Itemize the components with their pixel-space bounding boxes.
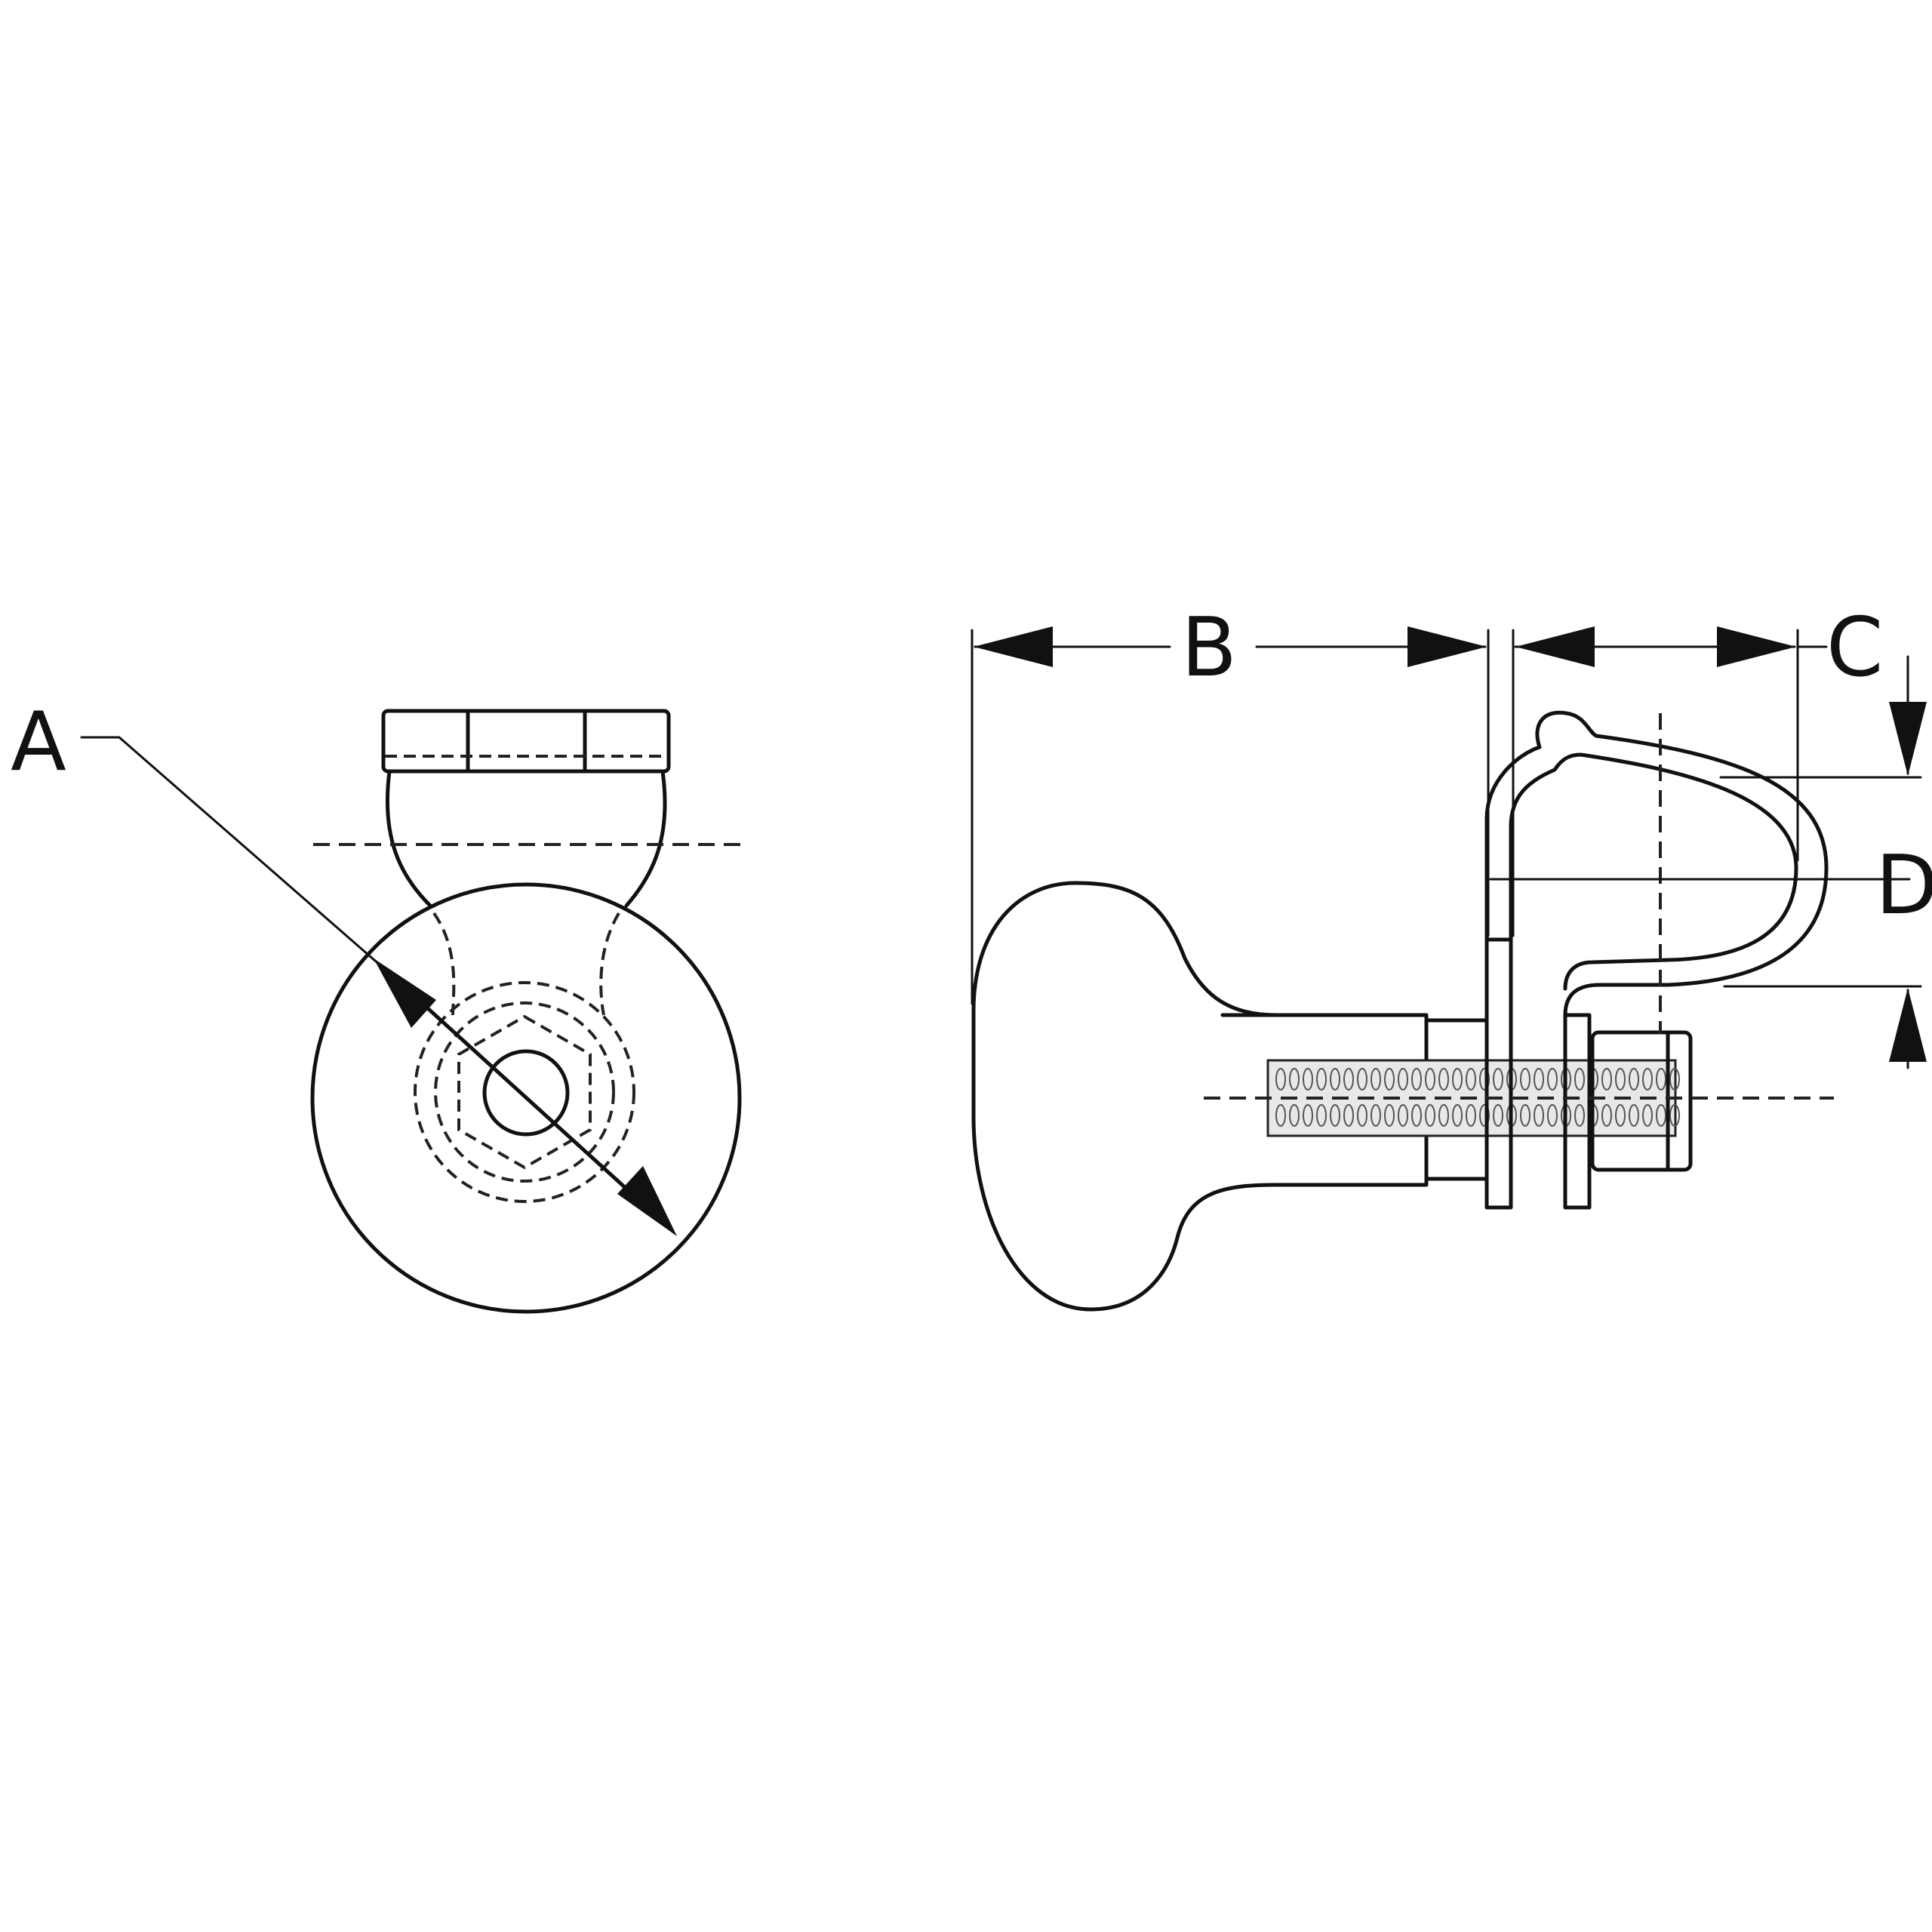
hidden-ring-middle (434, 1001, 615, 1183)
thread-mark (1574, 1068, 1585, 1091)
knob-disc (310, 882, 742, 1314)
thread-mark (1479, 1104, 1490, 1127)
thread-mark (1629, 1068, 1639, 1091)
hidden-ring-outer (414, 981, 635, 1203)
thread-mark (1520, 1068, 1531, 1091)
thread-mark (1601, 1104, 1612, 1127)
clamp-neck (385, 769, 667, 908)
label-a: A (11, 695, 66, 789)
thread-mark (1343, 1104, 1354, 1127)
thread-mark (1534, 1104, 1544, 1127)
thread-mark (1574, 1104, 1585, 1127)
thread-mark (1411, 1068, 1422, 1091)
thread-mark (1656, 1068, 1666, 1091)
thread-mark (1316, 1068, 1327, 1091)
thread-pattern (1275, 1068, 1680, 1127)
thread-mark (1303, 1068, 1313, 1091)
dimension-a-line (379, 964, 670, 1229)
thread-mark (1642, 1104, 1653, 1127)
dimension-d-arrow-top (1889, 702, 1927, 776)
hidden-hex-nut (457, 1014, 592, 1170)
thread-mark (1303, 1104, 1313, 1127)
thread-mark (1520, 1104, 1531, 1127)
thread-mark (1289, 1068, 1300, 1091)
thread-mark (1384, 1068, 1395, 1091)
thread-mark (1371, 1068, 1381, 1091)
label-b: B (1181, 601, 1237, 695)
dimension-a-arrow-lower (617, 1166, 677, 1236)
nut (1590, 1030, 1693, 1172)
thread-mark (1615, 1104, 1626, 1127)
thread-mark (1275, 1104, 1286, 1127)
thread-mark (1479, 1068, 1490, 1091)
dimension-b-arrow-right (1407, 626, 1487, 667)
thread-mark (1656, 1104, 1666, 1127)
dimension-c-arrow-right (1717, 626, 1796, 667)
hidden-neck-outline (432, 912, 620, 1016)
thread-mark (1534, 1068, 1544, 1091)
thread-mark (1438, 1104, 1449, 1127)
thread-mark (1493, 1104, 1503, 1127)
thread-mark (1425, 1104, 1435, 1127)
thread-mark (1425, 1068, 1435, 1091)
dimension-c-arrow-left (1515, 626, 1595, 667)
thread-mark (1398, 1104, 1408, 1127)
thread-mark (1669, 1104, 1680, 1127)
thread-mark (1452, 1068, 1463, 1091)
thread-mark (1343, 1068, 1354, 1091)
thread-mark (1438, 1068, 1449, 1091)
thread-mark (1357, 1104, 1367, 1127)
thread-mark (1601, 1068, 1612, 1091)
front-view: A (11, 695, 743, 1314)
clamp-band-inner (1509, 752, 1798, 991)
dimension-a-leader (80, 736, 383, 968)
thread-mark (1669, 1068, 1680, 1091)
label-d: D (1875, 838, 1932, 933)
thread-mark (1452, 1104, 1463, 1127)
side-view: B C D (971, 601, 1932, 1312)
dimension-d-arrow-bottom (1889, 988, 1927, 1062)
thread-mark (1466, 1068, 1476, 1091)
clamp-band (1484, 710, 1829, 1017)
dimension-a-arrow-upper (374, 958, 436, 1028)
thread-mark (1316, 1104, 1327, 1127)
thread-mark (1642, 1068, 1653, 1091)
label-c: C (1826, 601, 1883, 695)
thread-mark (1289, 1104, 1300, 1127)
thread-mark (1629, 1104, 1639, 1127)
knob-profile (971, 881, 1429, 1312)
washer-plate-right (1563, 1013, 1592, 1210)
thread-mark (1275, 1068, 1286, 1091)
thread-mark (1466, 1104, 1476, 1127)
thread-mark (1357, 1068, 1367, 1091)
thread-mark (1384, 1104, 1395, 1127)
dimension-b-arrow-left (974, 626, 1053, 667)
thread-mark (1493, 1068, 1503, 1091)
thread-mark (1330, 1068, 1340, 1091)
thread-mark (1330, 1104, 1340, 1127)
thread-mark (1398, 1068, 1408, 1091)
clamp-tab (381, 709, 671, 774)
thread-mark (1411, 1104, 1422, 1127)
thread-mark (1547, 1068, 1558, 1091)
thread-mark (1371, 1104, 1381, 1127)
washer-plate-left (1484, 937, 1513, 1210)
thread-mark (1547, 1104, 1558, 1127)
center-bolt (482, 1049, 570, 1137)
thread-mark (1615, 1068, 1626, 1091)
